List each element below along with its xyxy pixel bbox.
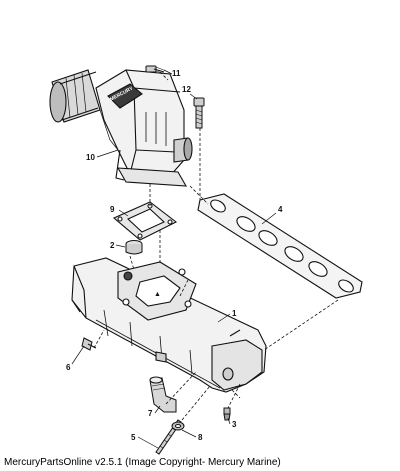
exhaust-elbow[interactable]: MERCURY: [49, 69, 193, 187]
callout-8: 8: [198, 433, 203, 442]
elbow-fitting-7[interactable]: [149, 376, 177, 413]
exhaust-manifold[interactable]: ▲: [71, 257, 267, 393]
callout-9: 9: [110, 205, 115, 214]
callout-12: 12: [182, 85, 191, 94]
leader-lines: [71, 69, 277, 449]
bolt-12[interactable]: [193, 97, 205, 129]
svg-text:▲: ▲: [154, 291, 161, 298]
nut-8[interactable]: [171, 421, 185, 431]
assembly-lines: [93, 71, 339, 421]
fitting-3[interactable]: [223, 407, 231, 421]
gasket-9[interactable]: [112, 201, 178, 241]
callout-3: 3: [232, 420, 237, 429]
callout-2: 2: [110, 241, 115, 250]
callout-7: 7: [148, 409, 153, 418]
callout-5: 5: [131, 433, 136, 442]
callout-10: 10: [86, 153, 95, 162]
callout-4: 4: [278, 205, 283, 214]
callout-11: 11: [172, 69, 181, 78]
callout-1: 1: [232, 309, 237, 318]
callout-6: 6: [66, 363, 71, 372]
clip-6[interactable]: [81, 337, 97, 351]
manifold-gasket-4[interactable]: [197, 193, 363, 299]
callouts: 10 11 12 9 4 2 1 6 7 3 5 8: [66, 69, 283, 442]
plug-2[interactable]: [125, 240, 143, 255]
copyright-caption: MercuryPartsOnline v2.5.1 (Image Copyrig…: [4, 457, 281, 468]
